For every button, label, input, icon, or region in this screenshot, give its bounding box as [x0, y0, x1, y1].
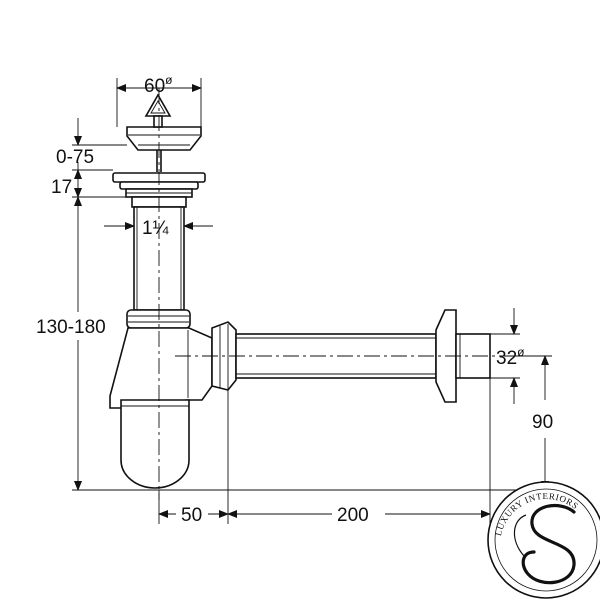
trap-nut [126, 309, 191, 329]
dimension-lines [74, 84, 549, 518]
dim-outlet-height: 90 [532, 412, 553, 433]
dim-outlet-length: 200 [337, 505, 369, 526]
center-lines [158, 88, 505, 500]
logo-monogram-icon [521, 503, 576, 585]
dim-flange-height: 17 [51, 177, 72, 198]
extension-lines [72, 78, 552, 524]
dim-adjust-range: 0-75 [56, 147, 94, 168]
dim-outlet-diameter: 32ø [496, 345, 525, 369]
trap-body [109, 327, 213, 489]
dim-strainer-diameter: 60ø [144, 73, 173, 97]
dimension-labels: 60ø 0-75 17 1¼ 130-180 32ø 90 50 200 [36, 73, 553, 526]
dim-overall-height: 130-180 [36, 317, 106, 338]
dim-trap-offset: 50 [181, 505, 202, 526]
luxury-interiors-logo: LUXURY INTERIORS [487, 481, 600, 599]
dim-thread-size: 1¼ [142, 218, 170, 239]
strainer-plug [126, 93, 202, 172]
